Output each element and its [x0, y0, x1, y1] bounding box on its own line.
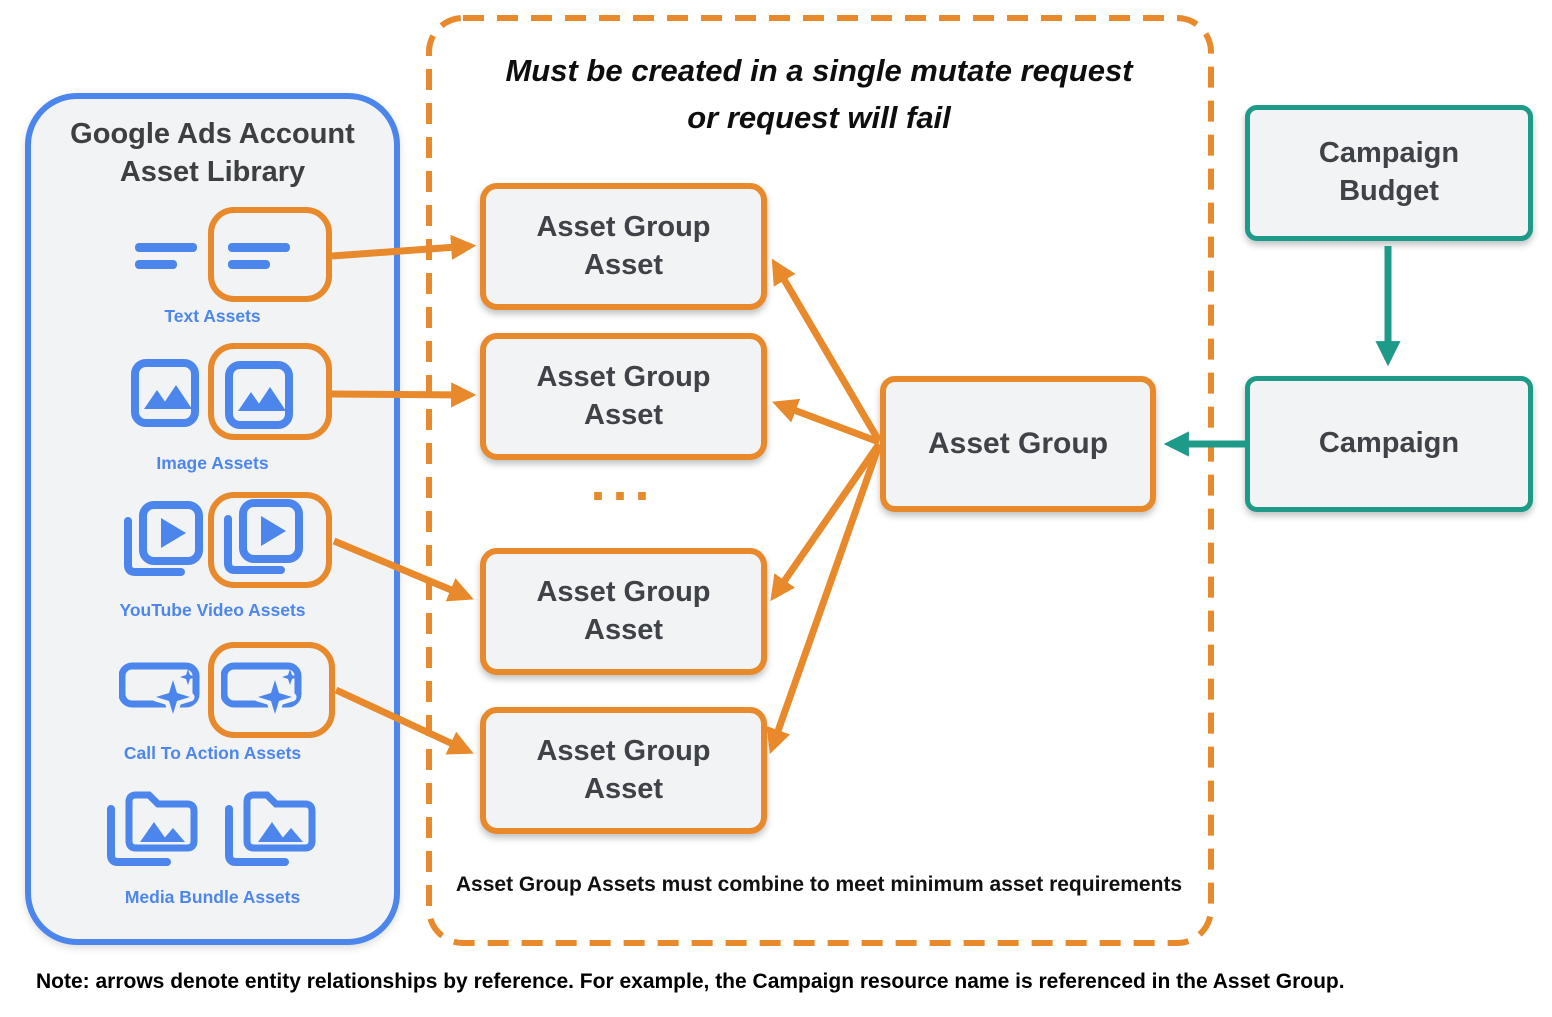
text-assets-label: Text Assets — [164, 306, 261, 326]
call-to-action-asset-icon — [118, 657, 201, 719]
mutate-request-title-line2: or request will fail — [687, 99, 951, 135]
mutate-request-title: Must be created in a single mutate reque… — [426, 48, 1212, 141]
asset-library-title-line2: Asset Library — [119, 156, 306, 189]
asset-group-label: Asset Group — [927, 427, 1109, 460]
media-bundle-asset-icon — [103, 785, 203, 869]
image-asset-icon — [131, 359, 199, 427]
reference-note: Note: arrows denote entity relationships… — [36, 970, 1345, 993]
campaign-budget-box: Campaign Budget — [1245, 105, 1533, 241]
youtube-video-asset-icon-selected — [219, 499, 307, 579]
arrow-asset-group-to-asset-group-asset-3 — [770, 442, 882, 602]
arrow-asset-group-to-asset-group-asset-1 — [771, 258, 883, 443]
call-to-action-asset-selected-outline — [208, 642, 335, 738]
campaign-label: Campaign — [1318, 427, 1460, 460]
campaign-box: Campaign — [1245, 376, 1533, 512]
text-asset-icon-selected — [228, 243, 292, 270]
asset-group-asset-2-line1: Asset Group — [536, 361, 711, 394]
asset-library-title: Google Ads Account Asset Library — [31, 115, 394, 192]
youtube-video-asset-selected-outline — [208, 492, 332, 588]
ellipsis: ... — [590, 452, 657, 512]
image-asset-icon-selected — [225, 361, 293, 429]
mutate-request-title-line1: Must be created in a single mutate reque… — [505, 53, 1133, 88]
asset-group-asset-2-line2: Asset — [584, 398, 663, 431]
arrow-asset-group-to-asset-group-asset-2 — [772, 398, 881, 446]
asset-group-asset-box-3: Asset Group Asset — [480, 548, 767, 675]
asset-group-asset-1-line1: Asset Group — [536, 211, 711, 244]
asset-library-panel: Google Ads Account Asset Library Text As… — [25, 93, 400, 945]
media-bundle-asset-icon-2 — [221, 785, 321, 869]
text-asset-icon — [135, 243, 199, 270]
asset-group-asset-3-line2: Asset — [584, 613, 663, 646]
youtube-video-assets-label: YouTube Video Assets — [119, 600, 306, 620]
text-asset-selected-outline — [208, 207, 332, 302]
campaign-budget-line2: Budget — [1339, 175, 1439, 207]
asset-group-asset-1-line2: Asset — [584, 248, 663, 281]
arrow-asset-group-to-asset-group-asset-4 — [766, 443, 883, 754]
asset-group-asset-box-4: Asset Group Asset — [480, 707, 767, 834]
asset-group-asset-3-line1: Asset Group — [536, 576, 711, 609]
image-asset-selected-outline — [208, 343, 332, 440]
call-to-action-asset-icon-selected — [220, 657, 303, 719]
campaign-budget-line1: Campaign — [1318, 137, 1460, 170]
asset-group-asset-4-line2: Asset — [584, 772, 663, 805]
asset-group-asset-4-line1: Asset Group — [536, 735, 711, 768]
youtube-video-asset-icon — [119, 501, 207, 581]
call-to-action-assets-label: Call To Action Assets — [123, 743, 302, 763]
asset-group-asset-box-2: Asset Group Asset — [480, 333, 767, 460]
media-bundle-assets-label: Media Bundle Assets — [124, 887, 301, 907]
image-assets-label: Image Assets — [156, 453, 269, 473]
asset-library-title-line1: Google Ads Account — [70, 118, 355, 150]
asset-group-asset-box-1: Asset Group Asset — [480, 183, 767, 310]
asset-requirements-footnote: Asset Group Assets must combine to meet … — [455, 873, 1183, 896]
asset-group-box: Asset Group — [880, 376, 1156, 512]
